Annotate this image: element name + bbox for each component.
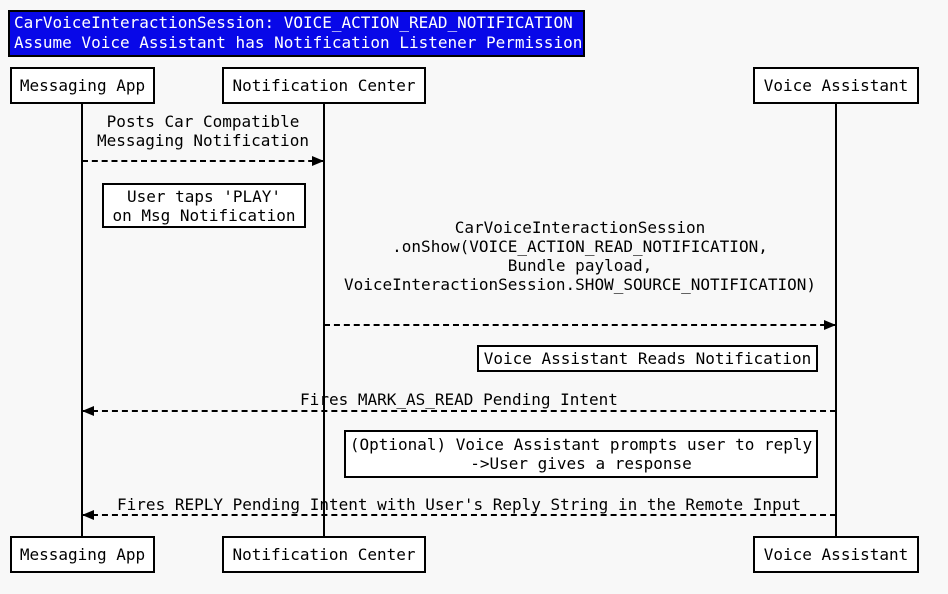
note-optional-reply-prompt-line-2: ->User gives a response [470,454,692,473]
note-voice-assistant-reads-line-1: Voice Assistant Reads Notification [483,349,812,368]
message-onshow-call-line-1: CarVoiceInteractionSession [454,218,706,237]
message-onshow-call-line-2: .onShow(VOICE_ACTION_READ_NOTIFICATION, [392,237,768,256]
note-user-taps-play: User taps 'PLAY'on Msg Notification [102,183,306,228]
participant-label-voice-assistant: Voice Assistant [763,76,909,95]
lifeline-voice-assistant [835,104,837,536]
diagram-title-line-2: Assume Voice Assistant has Notification … [14,33,583,52]
participant-top-messaging-app: Messaging App [10,67,155,104]
message-arrow-mark-as-read-intent [82,410,836,412]
arrowhead-icon-onshow-call [824,320,836,330]
lifeline-notification-center [323,104,325,536]
diagram-title-line-1: CarVoiceInteractionSession: VOICE_ACTION… [14,13,573,32]
message-onshow-call-line-4: VoiceInteractionSession.SHOW_SOURCE_NOTI… [343,275,816,294]
participant-label-voice-assistant: Voice Assistant [763,545,909,564]
participant-top-voice-assistant: Voice Assistant [753,67,919,104]
note-user-taps-play-line-1: User taps 'PLAY' [126,186,282,206]
arrowhead-icon-mark-as-read-intent [82,406,94,416]
participant-bottom-messaging-app: Messaging App [10,536,155,573]
message-reply-intent-line-1: Fires REPLY Pending Intent with User's R… [117,495,801,514]
message-label-onshow-call: CarVoiceInteractionSession.onShow(VOICE_… [324,218,836,294]
note-user-taps-play-line-2: on Msg Notification [112,205,296,225]
message-label-mark-as-read-intent: Fires MARK_AS_READ Pending Intent [82,390,836,409]
arrowhead-icon-posts-notification [312,156,324,166]
message-posts-notification-line-1: Posts Car Compatible [106,112,300,131]
participant-top-notification-center: Notification Center [222,67,426,104]
note-voice-assistant-reads: Voice Assistant Reads Notification [477,345,818,372]
message-posts-notification-line-2: Messaging Notification [97,131,309,150]
message-mark-as-read-intent-line-1: Fires MARK_AS_READ Pending Intent [300,390,618,409]
note-optional-reply-prompt-line-1: (Optional) Voice Assistant prompts user … [349,435,813,454]
note-optional-reply-prompt: (Optional) Voice Assistant prompts user … [344,430,818,478]
diagram-title: CarVoiceInteractionSession: VOICE_ACTION… [8,10,585,57]
message-label-reply-intent: Fires REPLY Pending Intent with User's R… [82,495,836,514]
message-arrow-onshow-call [324,324,836,326]
participant-bottom-voice-assistant: Voice Assistant [753,536,919,573]
message-onshow-call-line-3: Bundle payload, [507,256,653,275]
arrowhead-icon-reply-intent [82,510,94,520]
participant-label-messaging-app: Messaging App [19,76,146,95]
message-arrow-posts-notification [82,160,324,162]
participant-bottom-notification-center: Notification Center [222,536,426,573]
participant-label-notification-center: Notification Center [232,76,416,95]
message-arrow-reply-intent [82,514,836,516]
lifeline-messaging-app [81,104,83,536]
participant-label-messaging-app: Messaging App [19,545,146,564]
participant-label-notification-center: Notification Center [232,545,416,564]
